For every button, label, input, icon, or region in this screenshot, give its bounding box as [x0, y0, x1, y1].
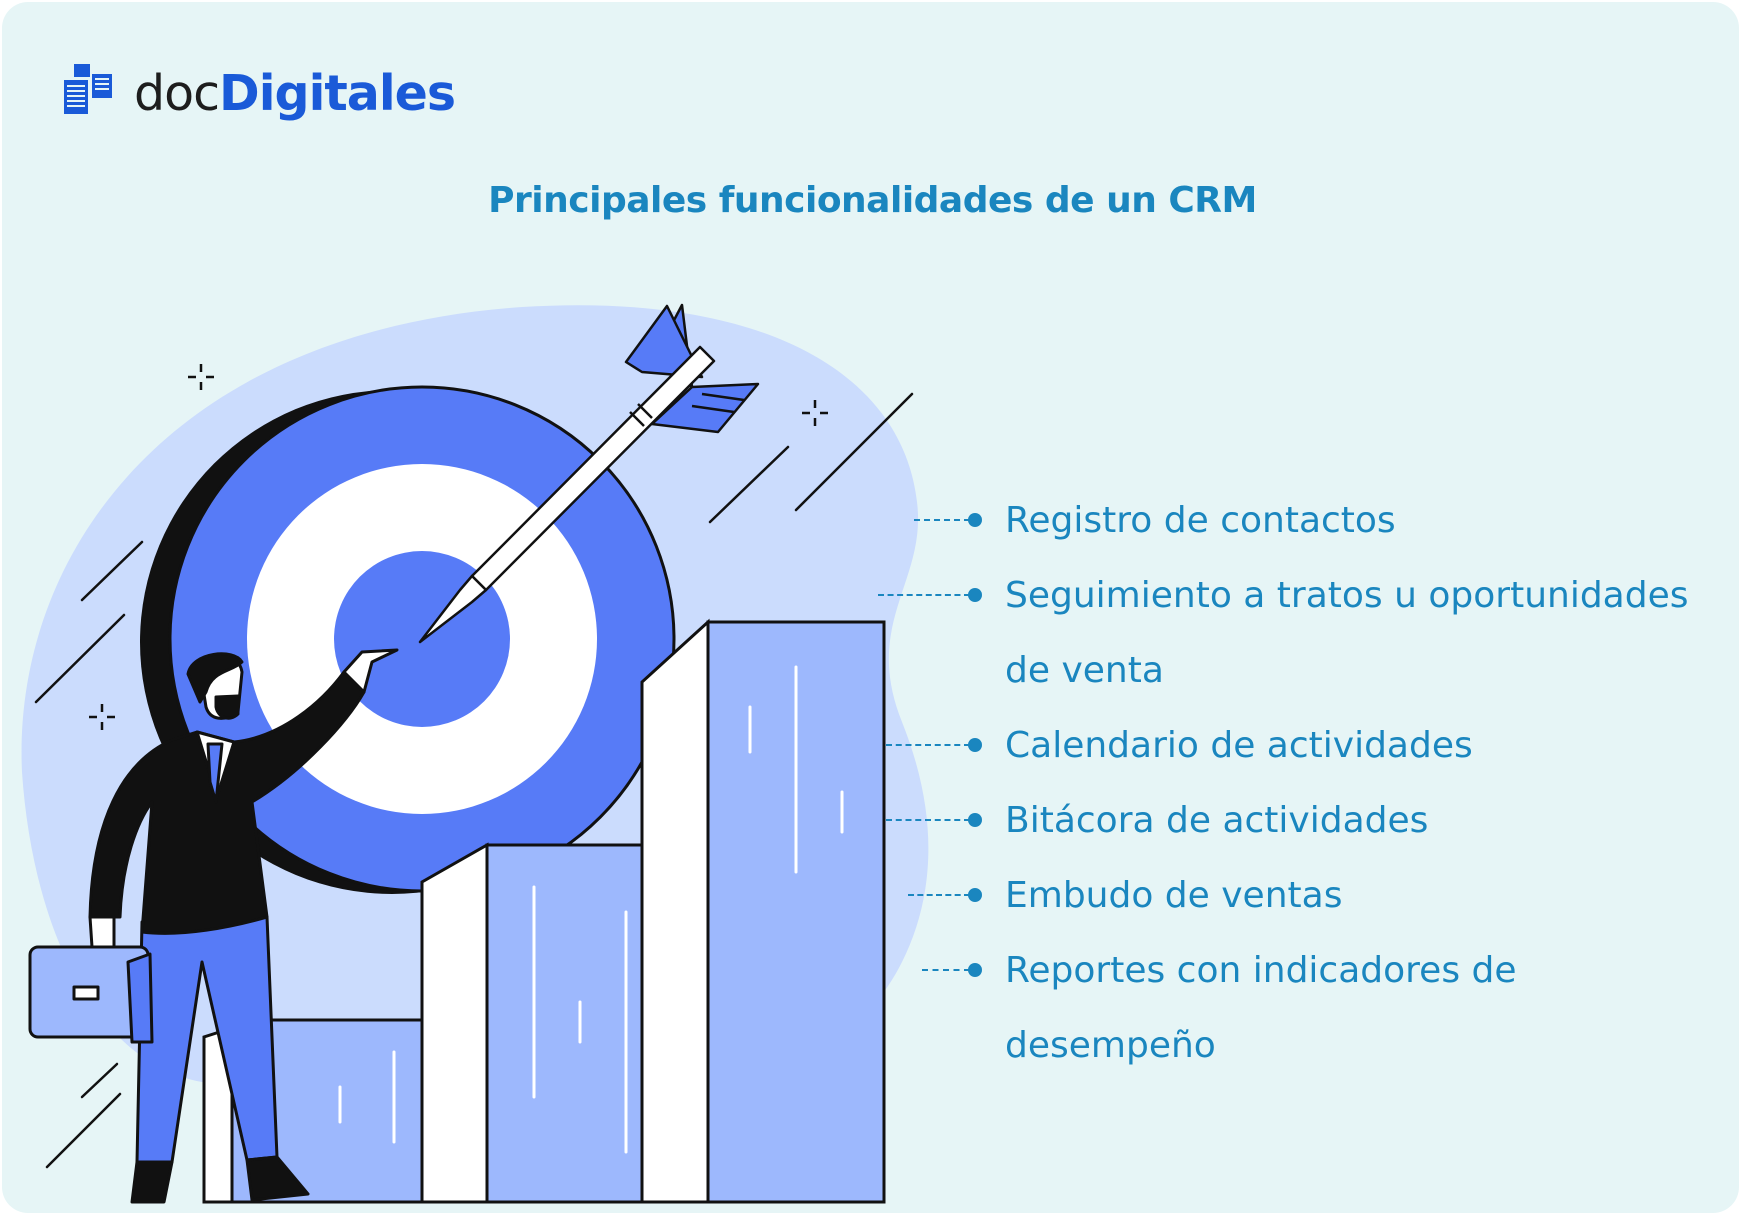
feature-connector [908, 894, 970, 898]
brand-logo: docDigitales [64, 64, 456, 122]
feature-connector [922, 969, 970, 973]
feature-bullet [968, 888, 982, 902]
feature-connector [886, 819, 970, 823]
feature-connector [886, 744, 970, 748]
feature-item: Bitácora de actividades [1005, 800, 1429, 841]
document-stack-icon [64, 64, 112, 114]
feature-connector [878, 594, 970, 598]
feature-connector [914, 519, 970, 523]
feature-bullet [968, 963, 982, 977]
feature-bullet [968, 738, 982, 752]
feature-item: Registro de contactos [1005, 500, 1396, 541]
feature-bullet [968, 813, 982, 827]
brand-name-bold: Digitales [219, 64, 456, 122]
feature-item: Embudo de ventas [1005, 875, 1343, 916]
feature-item: Calendario de actividades [1005, 725, 1473, 766]
brand-name-light: doc [134, 64, 220, 122]
feature-item: Seguimiento a tratos u oportunidades de … [1005, 575, 1689, 691]
page-title: Principales funcionalidades de un CRM [488, 180, 1257, 221]
brand-name: docDigitales [134, 69, 456, 118]
feature-bullet [968, 588, 982, 602]
feature-bullet [968, 513, 982, 527]
feature-item: Reportes con indicadores de desempeño [1005, 950, 1517, 1066]
